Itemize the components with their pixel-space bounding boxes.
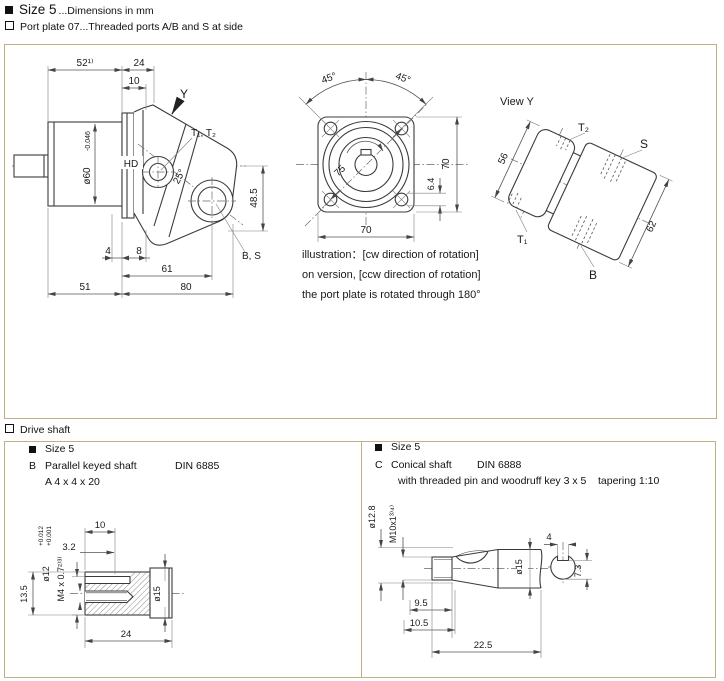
rotation-note-line1: illustration：[cw direction of rotation] — [302, 249, 479, 261]
rotation-note: illustration：[cw direction of rotation] … — [302, 245, 542, 305]
shaft-b-key-spec: A 4 x 4 x 20 — [45, 476, 100, 488]
shaft-c-name: Conical shaft — [391, 459, 452, 471]
shaft-b-standard: DIN 6885 — [175, 460, 220, 472]
open-square-bullet-icon — [5, 424, 14, 433]
shaft-b-size: Size 5 — [45, 443, 75, 455]
shaft-b-name: Parallel keyed shaft — [45, 460, 137, 472]
shaft-c-standard: DIN 6888 — [477, 459, 522, 471]
rotation-note-line2: on version, [ccw direction of rotation] — [302, 269, 481, 281]
size-title: Size 5 — [19, 2, 57, 17]
panel-divider — [361, 442, 362, 677]
drive-shaft-header: Drive shaft — [5, 424, 70, 436]
shaft-c-size: Size 5 — [391, 441, 421, 453]
solid-square-bullet-icon — [375, 444, 382, 451]
shaft-c-code: C — [375, 459, 383, 471]
dimensions-panel — [4, 44, 717, 419]
solid-square-bullet-icon — [5, 6, 13, 14]
rotation-note-line3: the port plate is rotated through 180° — [302, 289, 481, 301]
open-square-bullet-icon — [5, 21, 14, 30]
size-header: Size 5...Dimensions in mm — [5, 2, 154, 17]
size-subtitle: ...Dimensions in mm — [58, 5, 154, 17]
shaft-b-code: B — [29, 460, 37, 472]
port-plate-header: Port plate 07...Threaded ports A/B and S… — [5, 21, 243, 33]
solid-square-bullet-icon — [29, 446, 36, 453]
drive-shaft-title: Drive shaft — [20, 424, 71, 436]
shaft-c-desc: with threaded pin and woodruff key 3 x 5 — [398, 475, 587, 487]
port-plate-title: Port plate 07...Threaded ports A/B and S… — [20, 21, 243, 33]
shaft-c-taper: tapering 1:10 — [598, 475, 660, 487]
